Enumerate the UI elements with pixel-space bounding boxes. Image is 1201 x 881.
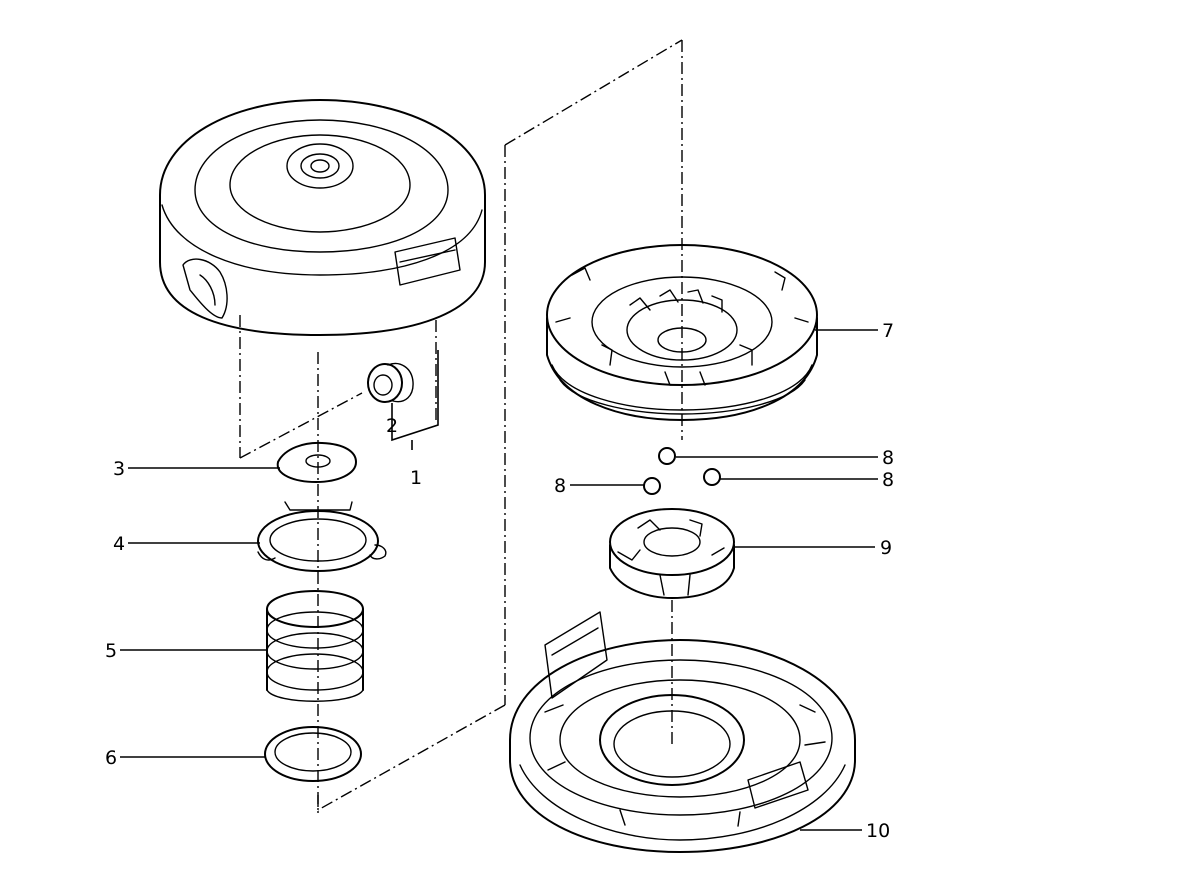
part-spool xyxy=(546,244,818,421)
callout-5: 5 xyxy=(105,640,117,662)
callout-6: 6 xyxy=(105,747,117,769)
callout-3: 3 xyxy=(113,458,125,480)
callout-2: 2 xyxy=(386,415,398,437)
leader-lines xyxy=(120,329,878,831)
callout-bracket xyxy=(391,350,439,450)
callout-8-left: 8 xyxy=(554,475,566,497)
callout-9: 9 xyxy=(880,537,892,559)
part-spring xyxy=(266,590,364,702)
part-balls xyxy=(643,447,721,495)
callout-7: 7 xyxy=(882,320,894,342)
part-base-housing xyxy=(509,611,856,853)
callout-8-top: 8 xyxy=(882,447,894,469)
callout-8-right: 8 xyxy=(882,469,894,491)
part-eyelet xyxy=(367,362,414,403)
callout-1: 1 xyxy=(410,467,422,489)
callout-4: 4 xyxy=(113,533,125,555)
part-plate xyxy=(276,441,357,483)
part-cam xyxy=(609,508,735,599)
part-clip-ring xyxy=(257,501,387,572)
callout-10: 10 xyxy=(866,820,890,842)
assembly-lines xyxy=(239,39,683,815)
part-washer xyxy=(264,726,362,782)
part-housing-cover xyxy=(159,99,486,336)
